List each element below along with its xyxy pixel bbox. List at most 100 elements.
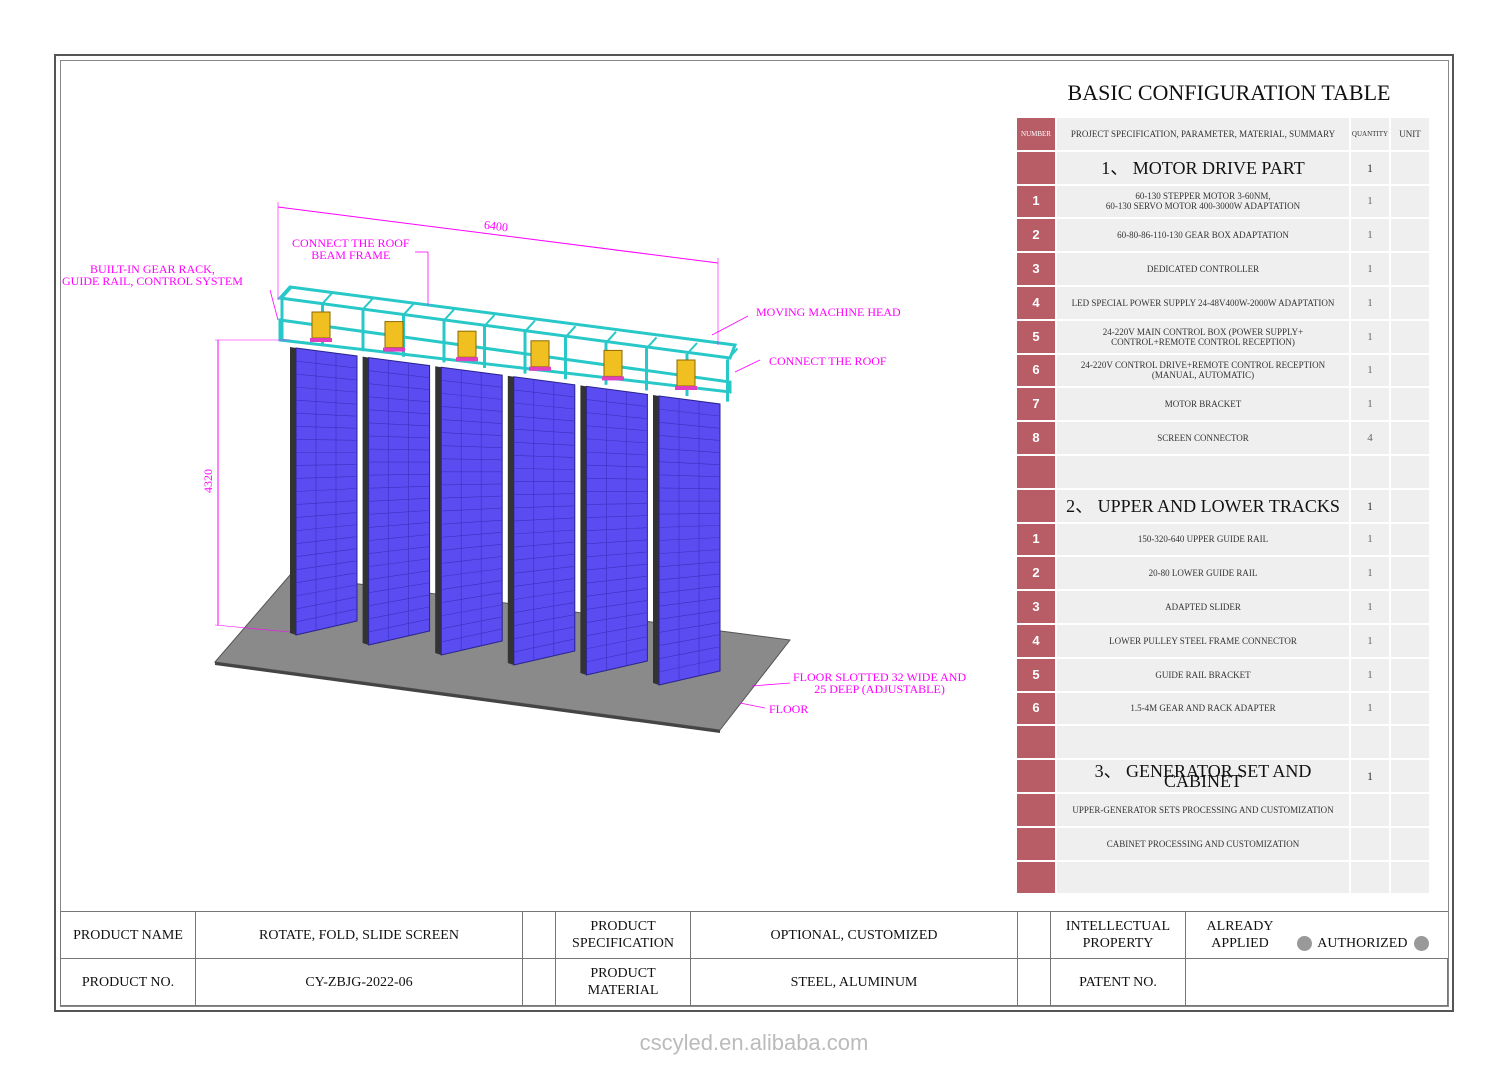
panel-grid-line xyxy=(513,626,575,640)
panel-grid-line xyxy=(658,573,721,581)
panel-grid-line xyxy=(586,600,648,610)
panel-grid-line xyxy=(441,531,503,538)
frame-crossbar xyxy=(726,347,739,361)
row-quantity xyxy=(1351,861,1389,894)
row-spec: 24-220V CONTROL DRIVE+REMOTE CONTROL REC… xyxy=(1057,354,1349,387)
panel-grid-line xyxy=(513,638,575,653)
panel-grid-line xyxy=(586,515,648,518)
led-panel xyxy=(658,395,721,686)
moving-machine-head xyxy=(530,340,550,368)
spacer xyxy=(1017,911,1051,959)
table-row xyxy=(1017,455,1429,488)
row-unit xyxy=(1391,692,1429,725)
panel-grid-line xyxy=(441,580,503,590)
row-quantity: 1 xyxy=(1351,253,1389,285)
dimension-height: 4320 xyxy=(201,469,215,493)
panel-grid-line xyxy=(441,592,503,603)
row-unit xyxy=(1391,726,1429,759)
row-quantity: 1 xyxy=(1351,151,1389,184)
panel-grid-line xyxy=(368,570,430,580)
row-number: 5 xyxy=(1017,658,1055,691)
floor-edge xyxy=(215,662,720,733)
panel-grid-line xyxy=(586,527,648,531)
row-unit xyxy=(1391,523,1429,556)
applied-radio-icon[interactable] xyxy=(1296,936,1312,952)
extension-line xyxy=(214,624,291,633)
panel-grid-line xyxy=(658,512,721,515)
product-no-label: PRODUCT NO. xyxy=(60,958,196,1006)
row-quantity: 4 xyxy=(1351,422,1389,454)
panel-grid-line xyxy=(586,425,648,432)
panel-grid-line xyxy=(295,500,358,505)
row-spec: LED SPECIAL POWER SUPPLY 24-48V400W-2000… xyxy=(1057,286,1349,319)
panel-grid-line xyxy=(441,406,503,412)
row-quantity: 1 xyxy=(1351,523,1389,556)
spacer xyxy=(522,911,556,959)
panel-grid-line xyxy=(368,435,430,439)
panel-grid-line xyxy=(368,534,430,541)
row-number: 1 xyxy=(1017,523,1055,556)
row-unit xyxy=(1391,827,1429,860)
row-unit xyxy=(1391,793,1429,826)
label-floor-slot: FLOOR SLOTTED 32 WIDE AND 25 DEEP (ADJUS… xyxy=(793,670,967,696)
panel-grid-line xyxy=(295,584,358,597)
panel-grid-line xyxy=(658,561,721,568)
frame-crossbar xyxy=(524,319,536,333)
panel-grid-line xyxy=(295,596,358,610)
panel-grid-line xyxy=(295,386,358,393)
panel-grid-line xyxy=(441,556,503,564)
row-spec: LOWER PULLEY STEEL FRAME CONNECTOR xyxy=(1057,624,1349,657)
label-gear-rack: BUILT-IN GEAR RACK, GUIDE RAIL, CONTROL … xyxy=(62,262,243,288)
panel-side xyxy=(290,347,296,635)
panel-grid-line xyxy=(658,525,721,528)
row-number: 2 xyxy=(1017,219,1055,252)
panel-grid-line xyxy=(513,493,575,495)
panel-grid-line xyxy=(586,464,648,468)
leader-line xyxy=(711,315,749,336)
led-panel xyxy=(513,376,576,666)
material: STEEL, ALUMINUM xyxy=(690,958,1018,1006)
panel-grid-line xyxy=(513,529,575,535)
panel-grid-line xyxy=(513,602,575,613)
panel-grid-line xyxy=(295,512,358,518)
frame-crossbar xyxy=(645,336,658,350)
header-number: NUMBER xyxy=(1017,118,1055,150)
panel-grid-line xyxy=(441,519,503,525)
panel-grid-line xyxy=(441,483,503,486)
row-spec: DEDICATED CONTROLLER xyxy=(1057,253,1349,285)
row-number xyxy=(1017,827,1055,860)
row-unit xyxy=(1391,185,1429,218)
table-header-row: NUMBER PROJECT SPECIFICATION, PARAMETER,… xyxy=(1017,118,1429,150)
authorized-radio-icon[interactable] xyxy=(1413,936,1429,952)
label-roof-beam: CONNECT THE ROOF BEAM FRAME xyxy=(292,236,410,262)
led-panel xyxy=(440,366,503,656)
row-quantity: 1 xyxy=(1351,185,1389,218)
row-unit xyxy=(1391,354,1429,387)
panel-grid-line xyxy=(586,477,648,480)
panel-grid-line xyxy=(513,389,575,398)
panel-grid-line xyxy=(368,546,430,554)
panel-grid-line xyxy=(513,553,575,561)
roof-frame-top xyxy=(276,285,738,360)
panel-grid-line xyxy=(658,461,721,465)
row-unit xyxy=(1391,489,1429,522)
row-unit xyxy=(1391,760,1429,792)
panel-grid-line xyxy=(513,590,575,600)
panel-grid-line xyxy=(441,604,503,617)
led-panel xyxy=(585,385,648,676)
panel-grid-line xyxy=(586,438,648,444)
frame-crossbar xyxy=(321,291,334,305)
row-spec: SCREEN CONNECTOR xyxy=(1057,422,1349,454)
panel-grid-line xyxy=(658,646,721,660)
patent-no xyxy=(1185,958,1448,1006)
panel-grid-line xyxy=(658,549,721,554)
panel-grid-line xyxy=(295,412,358,417)
panel-grid-line xyxy=(295,476,358,479)
